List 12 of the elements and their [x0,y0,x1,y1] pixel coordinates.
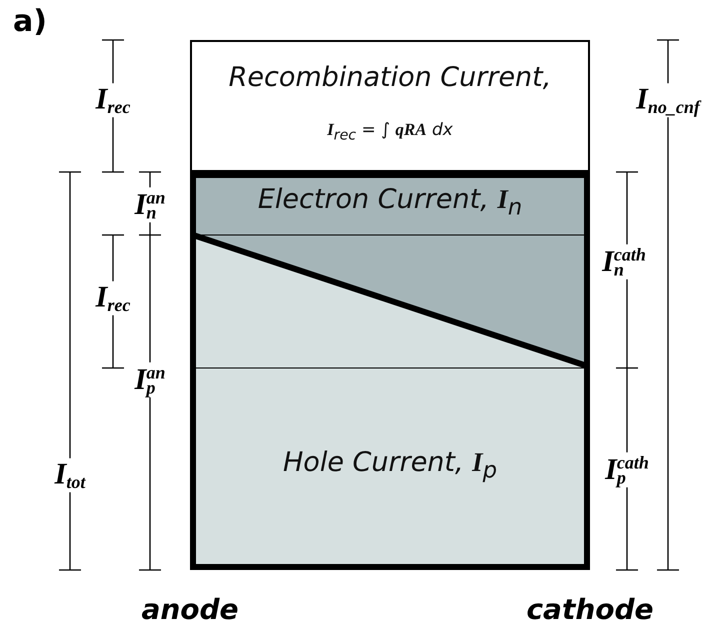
current-symbol: I$_{rec}$ [96,83,130,117]
panel-label: a) [13,6,47,38]
current-symbol: I$_{no_cnf}$ [636,83,700,117]
region-title: Hole Current, I$_{p}$ [283,447,497,484]
recombination-box [190,40,590,172]
electrode-label: anode [141,595,239,625]
current-symbol: I$_{tot}$ [54,458,86,492]
formula: I$_{rec}$ = ∫ qRA dx [327,120,453,144]
current-symbol: I$_{rec}$ [96,281,130,315]
region-title: Electron Current, I$_{n}$ [258,184,522,220]
region-title: Recombination Current, [228,62,552,93]
electrode-label: cathode [526,595,654,625]
